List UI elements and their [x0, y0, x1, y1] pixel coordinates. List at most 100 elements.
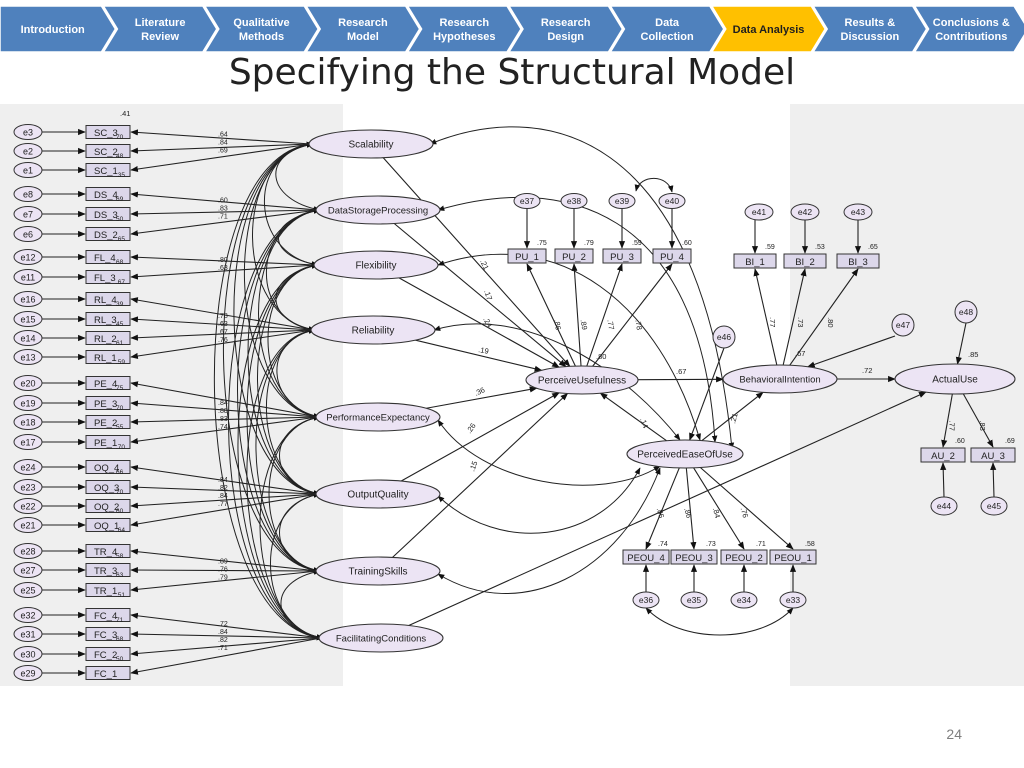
indicator-r2: 75 — [116, 385, 124, 392]
nav-step[interactable]: Introduction — [0, 6, 117, 52]
indicator-box — [733, 253, 777, 269]
covariance-arc — [268, 415, 321, 573]
path-coefficient: .67 — [676, 367, 686, 376]
indicator-box — [85, 376, 131, 390]
covariance-arc — [645, 607, 794, 636]
latent-label: PerceiveUsefulness — [538, 376, 626, 387]
nav-step-shape[interactable] — [508, 6, 624, 52]
covariance-arc — [437, 467, 641, 534]
indicator-box — [554, 248, 594, 264]
loading-value: .84 — [218, 629, 228, 636]
loading-value: .83 — [218, 416, 228, 423]
loading-value: .71 — [218, 214, 228, 221]
covariance-arc — [228, 207, 324, 641]
latent-ellipse — [722, 364, 838, 394]
nav-step[interactable]: Results &Discussion — [812, 6, 928, 52]
error-ellipse — [513, 193, 541, 209]
indicator-r2: .51 — [116, 592, 125, 599]
error-label: e43 — [851, 207, 865, 217]
error-ellipse — [13, 206, 43, 222]
indicator-r2: 66 — [116, 469, 124, 476]
nav-step-shape[interactable] — [0, 6, 117, 52]
loading-path — [130, 329, 314, 341]
path-coefficient: .77 — [768, 317, 777, 327]
loading-path — [699, 467, 794, 550]
error-e41: e41 — [744, 203, 774, 221]
disturbance-e48: e48 — [954, 300, 978, 324]
disturbance-e47: e47 — [891, 313, 915, 337]
error-label: e16 — [20, 295, 35, 305]
path-coefficient: .86 — [552, 319, 563, 331]
shape-layer: SC_370e3SC_248e2SC_1.35e1DS_469e8DS_350e… — [13, 124, 1016, 681]
latent-oq: OutputQuality — [315, 479, 441, 509]
error-e36: e36 — [632, 591, 660, 609]
indicator-peou_2: PEOU_2.71 — [720, 541, 768, 565]
error-label: e30 — [20, 650, 35, 660]
error-label: e21 — [20, 521, 35, 531]
loading-path — [130, 191, 319, 211]
error-label: e12 — [20, 253, 35, 263]
error-e11: e11 — [13, 269, 43, 285]
error-ellipse — [13, 162, 43, 178]
indicator-box — [622, 549, 670, 565]
error-ellipse — [13, 582, 43, 598]
indicator-box — [85, 187, 131, 201]
covariance-arc — [433, 323, 681, 441]
error-e8: e8 — [13, 186, 43, 202]
nav-step-label: Contributions — [935, 31, 1007, 43]
error-label: e23 — [20, 483, 35, 493]
error-e29: e29 — [13, 665, 43, 681]
path-coefficient: .19 — [478, 345, 490, 356]
loading-path — [685, 467, 697, 550]
indicator-rl_1: RL_1.59 — [85, 350, 131, 366]
nav-step-shape[interactable] — [710, 6, 827, 52]
error-label: e35 — [687, 595, 701, 605]
nav-step-shape[interactable] — [913, 6, 1024, 52]
nav-step-shape[interactable] — [812, 6, 928, 52]
latent-rl: Reliability — [310, 315, 436, 345]
error-label: e29 — [20, 669, 35, 679]
indicator-r2: 70 — [116, 134, 124, 141]
covariance-arc — [223, 141, 321, 574]
indicator-label: PU_3 — [610, 252, 634, 263]
indicator-r2: .60 — [955, 438, 965, 445]
indicator-tr_4: TR_458 — [85, 544, 131, 560]
error-ellipse — [13, 124, 43, 140]
error-ellipse — [13, 607, 43, 623]
indicator-label: BI_2 — [795, 257, 815, 268]
indicator-r2: .79 — [584, 240, 594, 247]
error-e30: e30 — [13, 646, 43, 662]
nav-step-shape[interactable] — [102, 6, 218, 52]
nav-step-shape[interactable] — [203, 6, 320, 52]
error-label: e38 — [567, 196, 581, 206]
indicator-bi_2: BI_2.53 — [783, 244, 827, 269]
error-ellipse — [632, 591, 660, 609]
covariance-arc — [237, 207, 321, 574]
nav-step[interactable]: Conclusions &Contributions — [913, 6, 1024, 52]
error-e12: e12 — [13, 249, 43, 265]
loading-path — [130, 143, 312, 154]
indicator-r2: .74 — [658, 541, 668, 548]
nav-step-shape[interactable] — [609, 6, 725, 52]
indicator-label: PE_2 — [94, 418, 117, 429]
error-path — [940, 462, 947, 498]
error-path — [990, 462, 997, 498]
path-coefficient: .17 — [482, 289, 494, 302]
path-coefficient: .86 — [682, 507, 693, 519]
indicator-bi_3: BI_3.65 — [836, 244, 880, 269]
error-ellipse — [779, 591, 807, 609]
disturbance-path — [955, 322, 967, 365]
nav-step-shape[interactable] — [305, 6, 421, 52]
loading-path — [693, 467, 745, 550]
covariance-arc — [437, 253, 701, 441]
indicator-r2: .59 — [765, 244, 775, 251]
nav-step[interactable]: Data Analysis — [710, 6, 827, 52]
loading-path — [789, 268, 859, 366]
nav-step-shape[interactable] — [406, 6, 522, 52]
